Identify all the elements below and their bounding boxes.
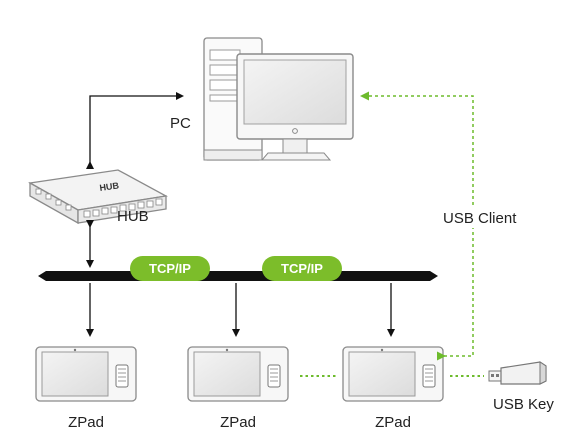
zpad-icon [35, 346, 137, 402]
monitor-icon [236, 53, 354, 161]
zpad-icon [342, 346, 444, 402]
hub-label: HUB [117, 208, 149, 225]
network-bus [38, 271, 438, 281]
zpad-icon [187, 346, 289, 402]
tcpip-badge-2: TCP/IP [262, 256, 342, 281]
usb-key-label: USB Key [493, 396, 554, 413]
usb-client-label-bg [440, 206, 516, 228]
zpad-label-1: ZPad [68, 414, 104, 431]
zpad-label-2: ZPad [220, 414, 256, 431]
zpad-label-3: ZPad [375, 414, 411, 431]
tcpip-label-1: TCP/IP [149, 261, 191, 276]
usb-client-label: USB Client [443, 210, 517, 227]
usb-key-icon [488, 361, 547, 385]
pc-hub-connector [86, 92, 184, 169]
hub-device-text: HUB [99, 180, 120, 193]
tcpip-label-2: TCP/IP [281, 261, 323, 276]
pc-label: PC [170, 115, 191, 132]
tcpip-badge-1: TCP/IP [130, 256, 210, 281]
hub-icon: HUB [28, 169, 168, 225]
